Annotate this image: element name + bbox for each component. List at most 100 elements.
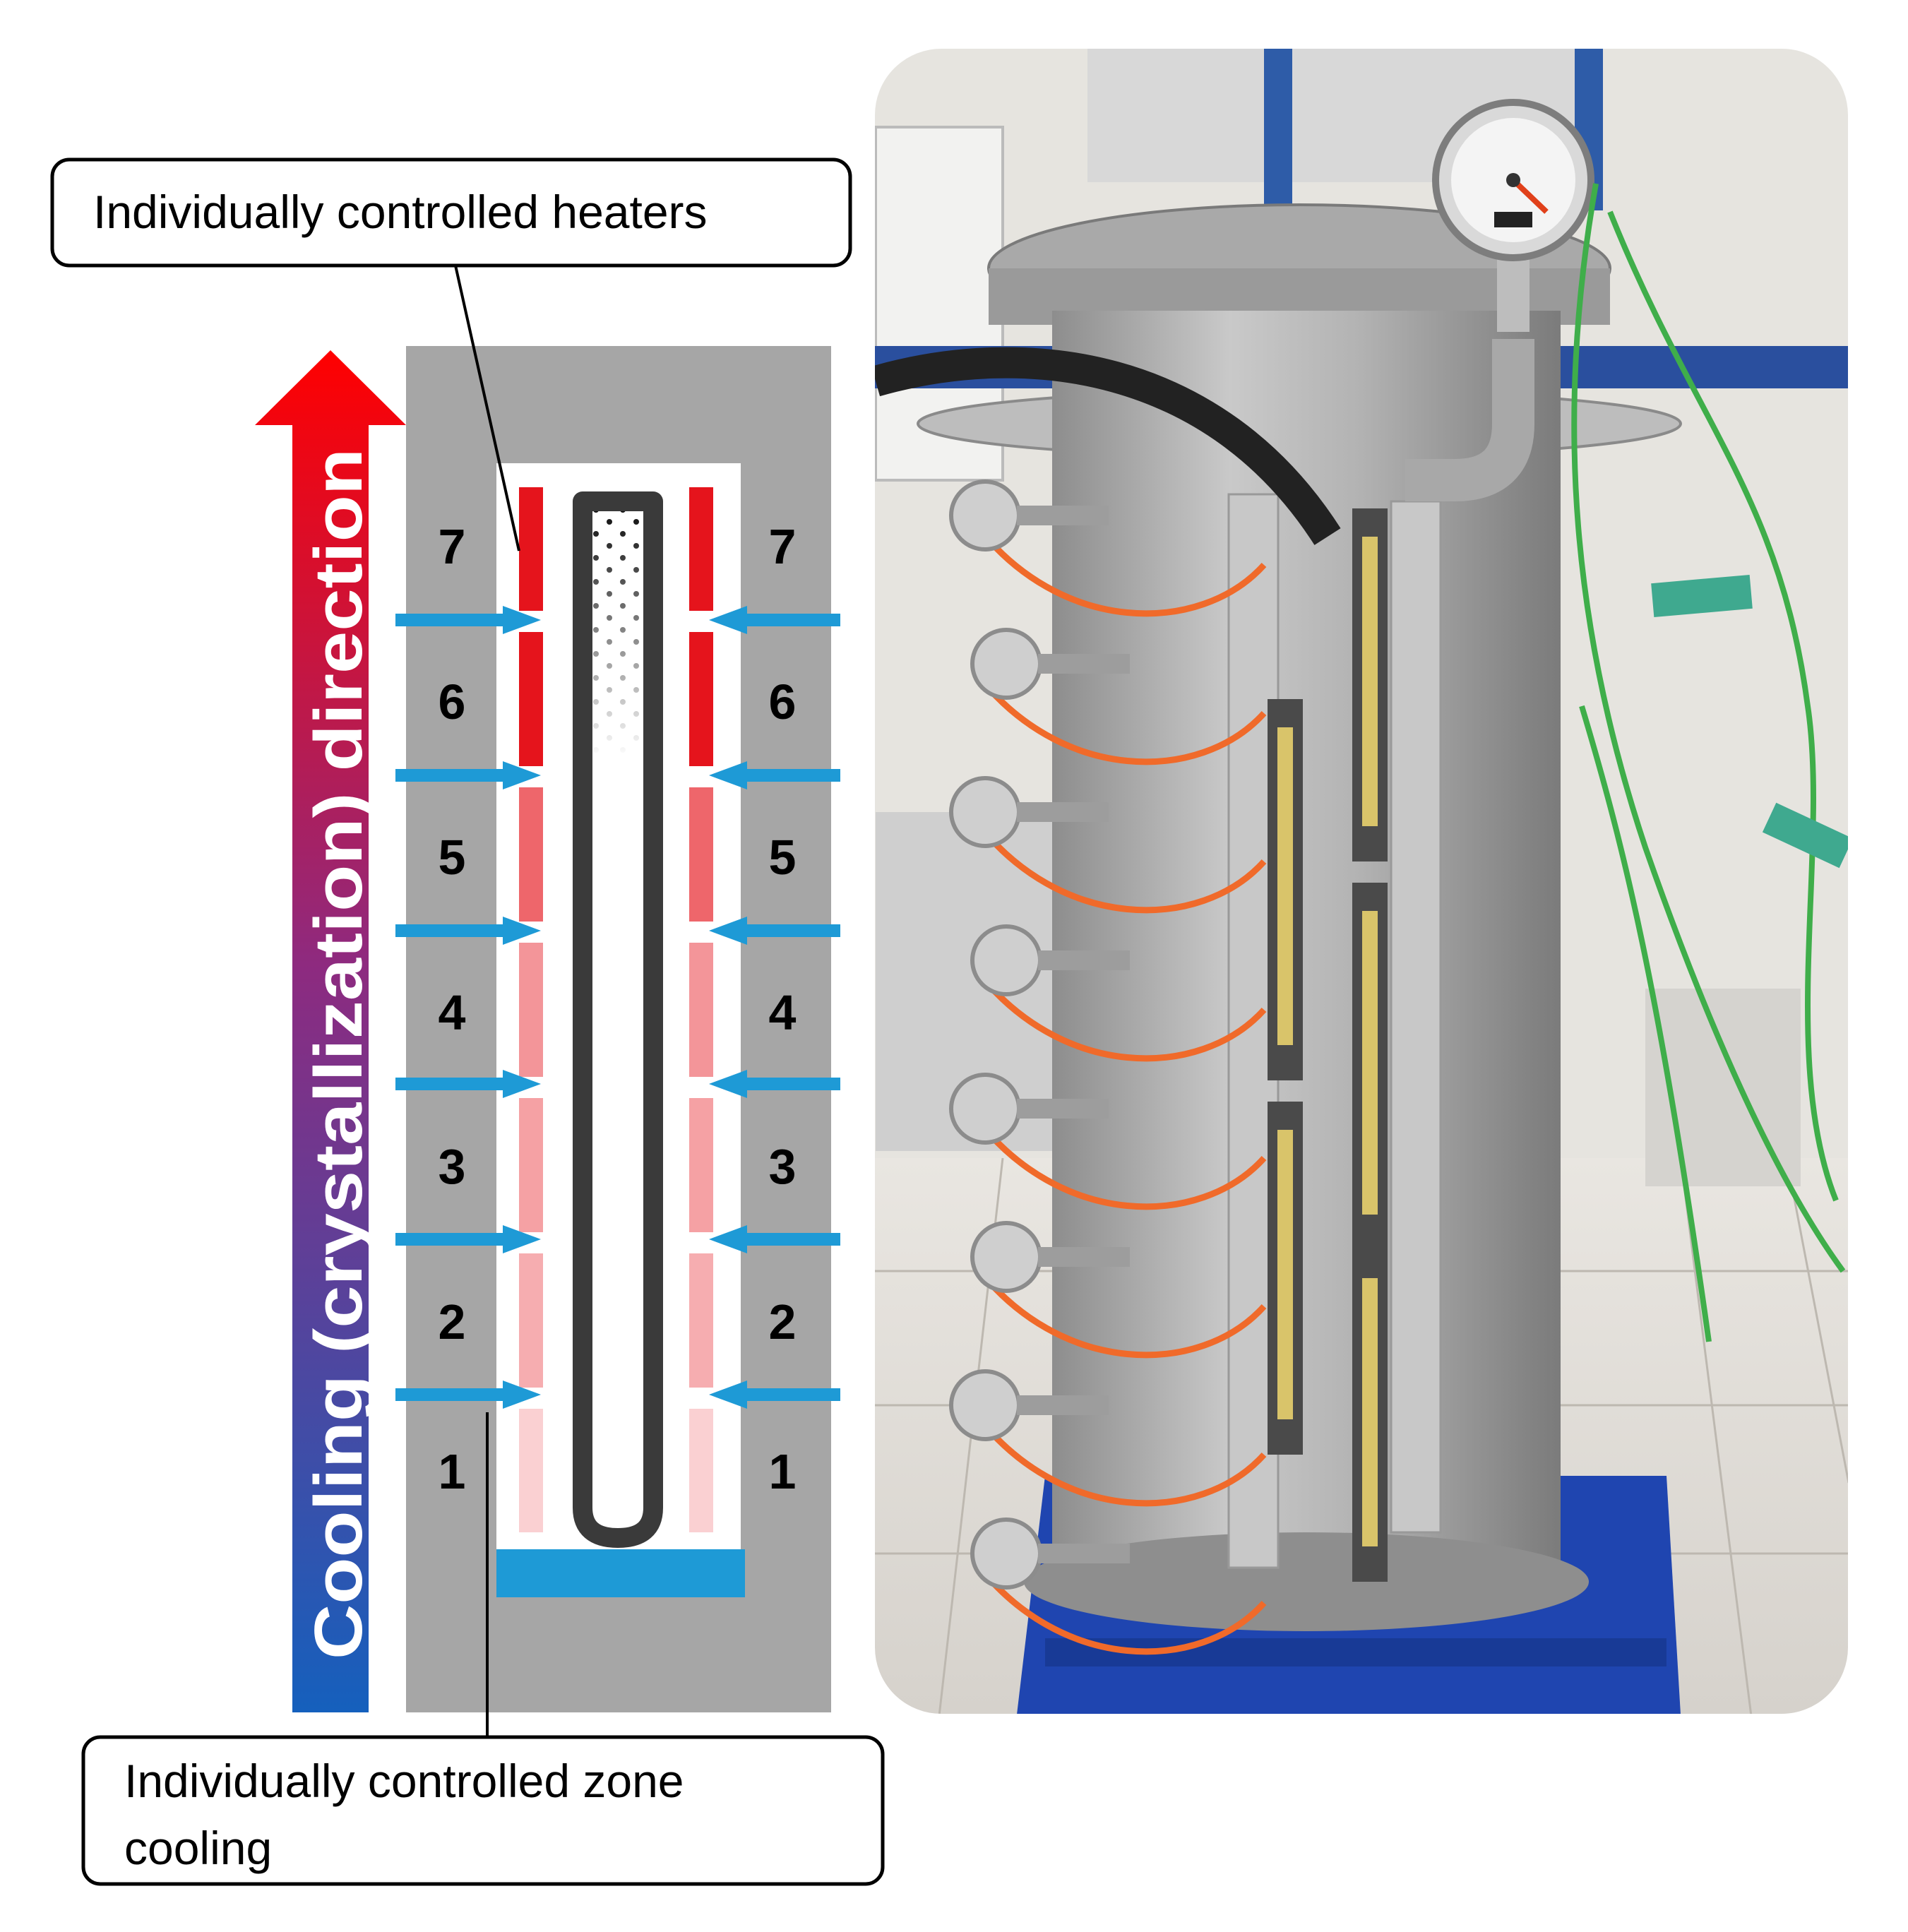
crucible [573, 491, 663, 1548]
green-connector [1651, 574, 1753, 618]
callout-heaters-leader [454, 265, 520, 551]
side-port-pipe [1017, 1395, 1109, 1415]
callout-cooling: Individually controlled zone cooling [81, 1412, 885, 1886]
cooling-arrowhead-left [503, 1225, 541, 1253]
flowmeter-scale [1362, 911, 1378, 1215]
cooling-arrowhead-left [503, 606, 541, 634]
flowmeter-scale [1277, 1130, 1293, 1419]
side-port-pipe [1017, 802, 1109, 822]
heater-zone-6-left [519, 632, 543, 766]
cooling-arrows [395, 606, 840, 1409]
cooling-arrow-right [734, 1388, 840, 1401]
zone-label-right: 3 [769, 1139, 797, 1194]
cooling-arrow-right [734, 924, 840, 937]
callout-cooling-text-line1: Individually controlled zone [124, 1755, 684, 1807]
cooling-arrowhead-right [709, 761, 747, 789]
zone-label-right: 6 [769, 674, 797, 729]
side-port-pipe [1038, 1544, 1130, 1563]
heater-zone-3-left [519, 1098, 543, 1232]
cooling-arrow-right [734, 769, 840, 782]
green-cables [1571, 183, 1846, 1342]
orange-cable [972, 669, 1267, 765]
zone-label-left: 2 [439, 1294, 466, 1349]
heater-elements [519, 487, 713, 1532]
flowmeter-scale [1362, 1278, 1378, 1546]
heater-zone-5-left [519, 787, 543, 922]
flowmeters [1268, 508, 1388, 1582]
heater-zone-7-left [519, 487, 543, 611]
crucible-wall [573, 491, 663, 1548]
direction-arrow-label: Cooling (crystallization) direction [301, 448, 376, 1659]
zone-label-left: 4 [439, 985, 466, 1040]
flowmeter-scale [1362, 537, 1378, 826]
cooling-arrow-left [395, 614, 515, 626]
zone-label-right: 2 [769, 1294, 797, 1349]
heater-zone-1-right [689, 1409, 713, 1532]
callout-cooling-text-line2: cooling [124, 1822, 272, 1874]
side-port-pipe [1038, 1247, 1130, 1267]
side-port-icon [949, 1073, 1021, 1145]
orange-cable [972, 1410, 1267, 1507]
heater-zone-6-right [689, 632, 713, 766]
heater-zone-2-right [689, 1253, 713, 1388]
cooling-arrowhead-right [709, 1070, 747, 1098]
side-port-icon [949, 1369, 1021, 1441]
flowmeter-scale [1277, 727, 1293, 1045]
cooling-plate [496, 1549, 745, 1597]
cooling-arrowhead-left [503, 761, 541, 789]
heater-zone-5-right [689, 787, 713, 922]
heater-zone-4-left [519, 943, 543, 1077]
zone-label-left: 1 [439, 1444, 466, 1499]
melt-dots-fade [593, 511, 643, 758]
cooling-arrow-left [395, 1388, 515, 1401]
side-port-icon [970, 628, 1042, 700]
orange-cable [972, 817, 1267, 914]
cooling-arrowhead-left [503, 917, 541, 945]
elbow-pipe [1405, 339, 1534, 501]
cooling-arrow-right [734, 614, 840, 626]
orange-thermocouple-cables [949, 479, 1267, 1655]
cooling-arrow-right [734, 1233, 840, 1246]
orange-cable [972, 1558, 1267, 1655]
black-corrugated-hose [874, 347, 1341, 545]
cooling-arrow-left [395, 1078, 515, 1090]
zone-label-right: 5 [769, 830, 797, 885]
cooling-arrowhead-right [709, 1381, 747, 1409]
cooling-arrowhead-left [503, 1381, 541, 1409]
cooling-arrowhead-left [503, 1070, 541, 1098]
cooling-arrow-left [395, 769, 515, 782]
zone-label-left: 6 [439, 674, 466, 729]
cooling-arrowhead-right [709, 1225, 747, 1253]
side-port-icon [970, 1517, 1042, 1590]
side-port-icon [949, 479, 1021, 551]
cable-tray-right [1390, 500, 1442, 1534]
callout-cooling-box [81, 1735, 885, 1886]
cooling-arrowhead-right [709, 917, 747, 945]
side-port-icon [970, 924, 1042, 996]
side-port-icon [970, 1221, 1042, 1293]
vessel-bottom-flange [1024, 1532, 1589, 1631]
orange-cable [972, 1262, 1267, 1359]
orange-cable [972, 1114, 1267, 1210]
side-port-icon [949, 776, 1021, 848]
zone-label-left: 7 [439, 519, 466, 574]
cooling-direction-arrow: Cooling (crystallization) direction [255, 350, 406, 1712]
cooling-arrowhead-right [709, 606, 747, 634]
pressure-gauge-icon [1432, 99, 1594, 332]
cooling-arrow-right [734, 1078, 840, 1090]
zone-label-right: 7 [769, 519, 797, 574]
callout-heaters-box [50, 157, 852, 268]
callout-heaters: Individually controlled heaters [50, 157, 852, 551]
heater-zone-3-right [689, 1098, 713, 1232]
zone-label-right: 4 [769, 985, 797, 1040]
furnace-photo [874, 48, 1849, 1715]
side-port-pipe [1017, 506, 1109, 525]
green-connector-2 [1762, 802, 1849, 869]
direction-arrow-shape [255, 350, 406, 1712]
orange-cable [972, 520, 1267, 617]
side-port-pipe [1038, 654, 1130, 674]
heater-zone-7-right [689, 487, 713, 611]
zone-label-left: 5 [439, 830, 466, 885]
